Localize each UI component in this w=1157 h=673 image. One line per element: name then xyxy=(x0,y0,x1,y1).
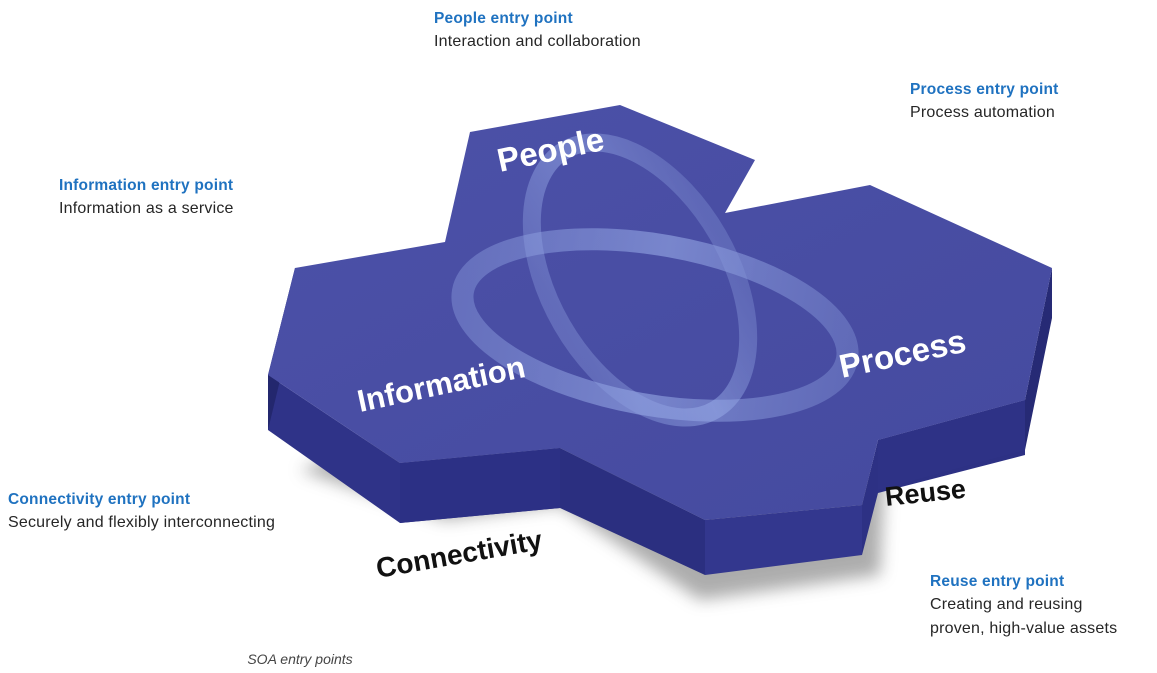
connectivity-entry-point-description: Securely and flexibly interconnecting xyxy=(8,514,276,532)
figure-caption: SOA entry points xyxy=(247,651,353,667)
process-entry-point-title: Process entry point xyxy=(910,81,1059,98)
people-entry-point-description: Interaction and collaboration xyxy=(434,33,641,51)
reuse-entry-point-description-line2: proven, high-value assets xyxy=(930,619,1118,637)
people-entry-point-title: People entry point xyxy=(434,10,573,27)
connectivity-label: Connectivity xyxy=(374,524,545,584)
hexagon-sides xyxy=(268,268,1052,575)
reuse-entry-point-annotation: Reuse entry point Creating and reusing p… xyxy=(930,571,1117,640)
process-entry-point-description: Process automation xyxy=(910,104,1056,122)
hexagon-top-face xyxy=(268,105,1052,520)
information-entry-point-title: Information entry point xyxy=(59,177,234,194)
process-entry-point-annotation: Process entry point Process automation xyxy=(910,79,1059,125)
connectivity-entry-point-annotation: Connectivity entry point Securely and fl… xyxy=(8,489,275,535)
reuse-entry-point-description-line1: Creating and reusing xyxy=(930,596,1083,614)
connectivity-entry-point-title: Connectivity entry point xyxy=(8,491,191,508)
interlocking-rings xyxy=(451,133,859,427)
people-entry-point-annotation: People entry point Interaction and colla… xyxy=(434,8,641,54)
reuse-entry-point-title: Reuse entry point xyxy=(930,573,1065,590)
information-entry-point-description: Information as a service xyxy=(59,200,234,218)
information-entry-point-annotation: Information entry point Information as a… xyxy=(59,175,234,221)
